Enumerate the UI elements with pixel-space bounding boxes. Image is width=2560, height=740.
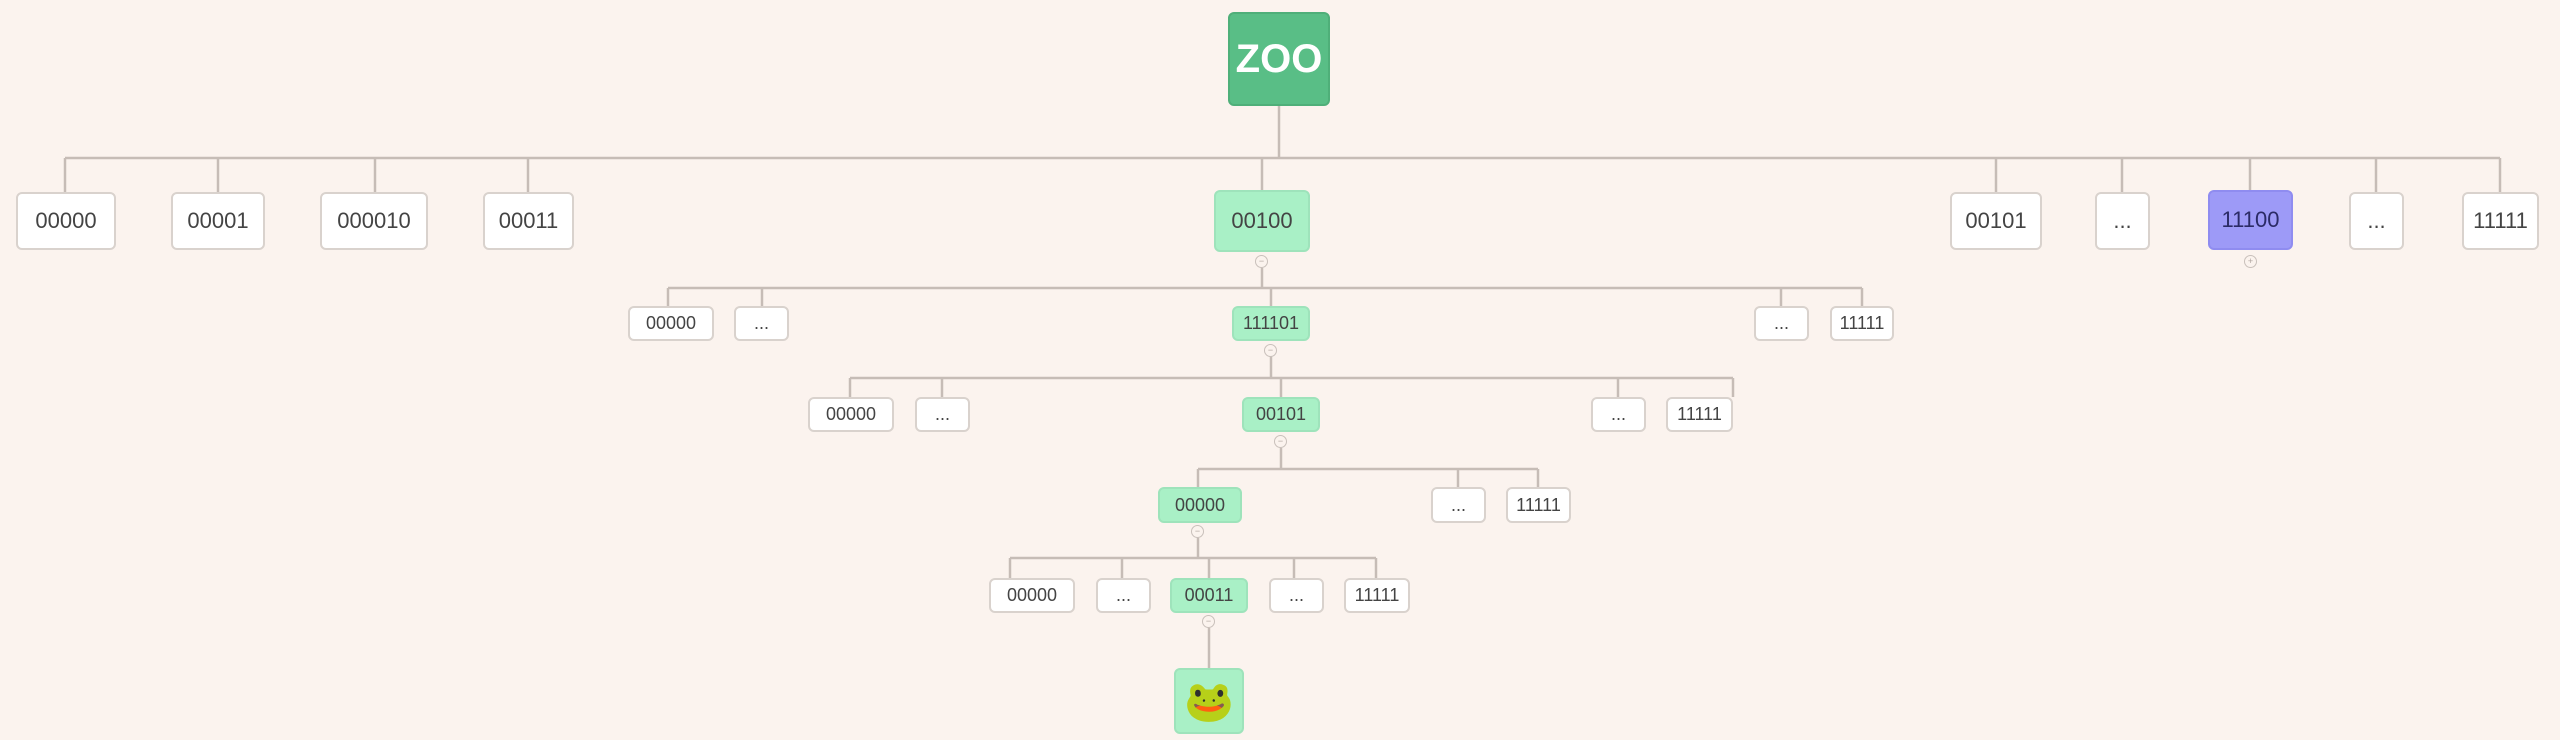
node-level5-2-ellipsis[interactable]: ... bbox=[1096, 578, 1151, 613]
collapse-toggle-111101[interactable]: − bbox=[1264, 344, 1277, 357]
node-level3-1[interactable]: 00000 bbox=[808, 397, 894, 432]
node-level1-10[interactable]: 11111 bbox=[2462, 192, 2539, 250]
node-level3-4-ellipsis[interactable]: ... bbox=[1591, 397, 1646, 432]
leaf-node-frog[interactable]: 🐸 bbox=[1174, 668, 1244, 734]
node-level1-1[interactable]: 00000 bbox=[16, 192, 116, 250]
node-level1-6[interactable]: 00101 bbox=[1950, 192, 2042, 250]
node-level1-5-expanded[interactable]: 00100 bbox=[1214, 190, 1310, 252]
expand-toggle-11100[interactable]: + bbox=[2244, 255, 2257, 268]
node-level1-9-ellipsis[interactable]: ... bbox=[2349, 192, 2404, 250]
node-level2-4-ellipsis[interactable]: ... bbox=[1754, 306, 1809, 341]
collapse-toggle-00000[interactable]: − bbox=[1191, 525, 1204, 538]
node-level2-1[interactable]: 00000 bbox=[628, 306, 714, 341]
node-level1-8-selected[interactable]: 11100 bbox=[2208, 190, 2293, 250]
collapse-toggle-00100[interactable]: − bbox=[1255, 255, 1268, 268]
node-level2-2-ellipsis[interactable]: ... bbox=[734, 306, 789, 341]
collapse-toggle-00011[interactable]: − bbox=[1202, 615, 1215, 628]
node-level1-2[interactable]: 00001 bbox=[171, 192, 265, 250]
node-level3-5[interactable]: 11111 bbox=[1666, 397, 1733, 432]
node-level1-4[interactable]: 00011 bbox=[483, 192, 574, 250]
node-level5-5[interactable]: 11111 bbox=[1344, 578, 1410, 613]
node-level2-3-expanded[interactable]: 111101 bbox=[1232, 306, 1310, 341]
node-level1-7-ellipsis[interactable]: ... bbox=[2095, 192, 2150, 250]
node-level3-3-expanded[interactable]: 00101 bbox=[1242, 397, 1320, 432]
node-level4-1-expanded[interactable]: 00000 bbox=[1158, 487, 1242, 523]
root-node-zoo[interactable]: ZOO bbox=[1228, 12, 1330, 106]
node-level1-3[interactable]: 000010 bbox=[320, 192, 428, 250]
frog-icon: 🐸 bbox=[1184, 679, 1234, 724]
node-level4-2-ellipsis[interactable]: ... bbox=[1431, 487, 1486, 523]
node-level5-4-ellipsis[interactable]: ... bbox=[1269, 578, 1324, 613]
node-level5-3-expanded[interactable]: 00011 bbox=[1170, 578, 1248, 613]
node-level2-5[interactable]: 11111 bbox=[1830, 306, 1894, 341]
node-level3-2-ellipsis[interactable]: ... bbox=[915, 397, 970, 432]
node-level5-1[interactable]: 00000 bbox=[989, 578, 1075, 613]
node-level4-3[interactable]: 11111 bbox=[1506, 487, 1571, 523]
collapse-toggle-00101[interactable]: − bbox=[1274, 435, 1287, 448]
